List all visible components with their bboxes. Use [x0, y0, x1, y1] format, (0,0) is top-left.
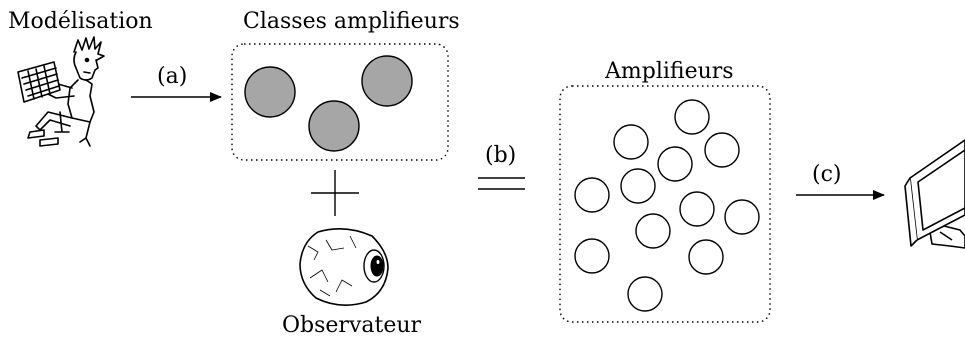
monitor-icon [904, 139, 965, 249]
person-typing-icon [17, 36, 105, 147]
label-step-c: (c) [812, 162, 842, 187]
plus-sign [311, 170, 359, 216]
amplifier-circle [688, 239, 724, 275]
amplifier-circle [679, 191, 715, 227]
amplifier-circle [635, 213, 671, 249]
amplifier-circle [620, 168, 656, 204]
amplifieurs-box [559, 85, 771, 323]
equals-sign [478, 177, 525, 190]
class-circle [308, 100, 360, 152]
amplifier-circle [613, 124, 649, 160]
amplifier-circle [574, 177, 610, 213]
classes-box [231, 43, 449, 161]
label-classes-amplifieurs: Classes amplifieurs [243, 9, 460, 34]
amplifier-circle [724, 199, 760, 235]
amplifier-circle [704, 132, 740, 168]
label-step-b: (b) [485, 143, 516, 168]
class-circle [361, 55, 413, 107]
amplifier-circle [674, 99, 710, 135]
label-step-a: (a) [157, 64, 187, 89]
amplifier-circle [574, 238, 610, 274]
label-modelisation: Modélisation [8, 9, 153, 34]
amplifier-circle [627, 276, 663, 312]
amplifier-circle [657, 146, 693, 182]
label-observateur: Observateur [282, 313, 422, 338]
label-amplifieurs: Amplifieurs [604, 59, 734, 84]
class-circle [244, 66, 296, 118]
eye-icon [299, 228, 389, 306]
